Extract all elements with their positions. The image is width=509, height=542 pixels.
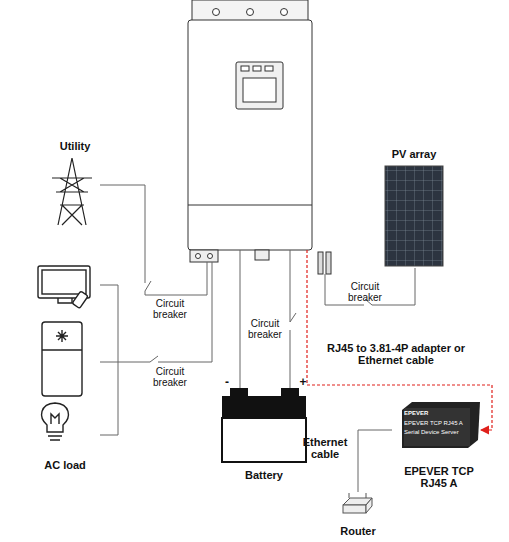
fridge-icon (42, 322, 82, 396)
callout-label: Circuit breaker (148, 366, 192, 388)
callout-label: Circuit breaker (340, 281, 390, 303)
callout-label: Circuit breaker (148, 298, 192, 320)
bulb-icon (42, 403, 69, 440)
utility-tower (52, 158, 92, 225)
component-label: PV array (392, 148, 437, 161)
edge-label: Ethernet cable (298, 436, 352, 461)
component-node: PV array (378, 148, 450, 270)
ethernet-connector (358, 430, 392, 492)
component-node: Battery (214, 386, 314, 482)
component-label: Battery (245, 469, 283, 482)
component-label: AC load (44, 459, 86, 472)
device-print: EPEVER TCP RJ45 A (404, 420, 470, 427)
callout-label: Circuit breaker (243, 318, 287, 340)
callout-label: RJ45 to 3.81-4P adapter or Ethernet cabl… (316, 342, 476, 367)
tv-icon (38, 266, 90, 308)
wiring (100, 185, 415, 435)
device-print: Serial Device Server (404, 429, 470, 436)
component-node: Router (330, 492, 386, 538)
component-node: AC load (28, 262, 102, 472)
component-label: Router (340, 525, 375, 538)
serial-server-icon (402, 402, 480, 448)
component-label: EPEVER TCP RJ45 A (397, 465, 481, 490)
terminal-sign: - (222, 376, 232, 389)
pv-panel (385, 166, 443, 266)
component-node: Utility (40, 140, 110, 230)
battery-icon (222, 388, 306, 462)
router-icon (343, 493, 372, 513)
device-print: EPEVER (404, 410, 444, 417)
component-label: Utility (60, 140, 91, 153)
terminal-sign: + (298, 376, 308, 389)
inverter (188, 0, 331, 274)
